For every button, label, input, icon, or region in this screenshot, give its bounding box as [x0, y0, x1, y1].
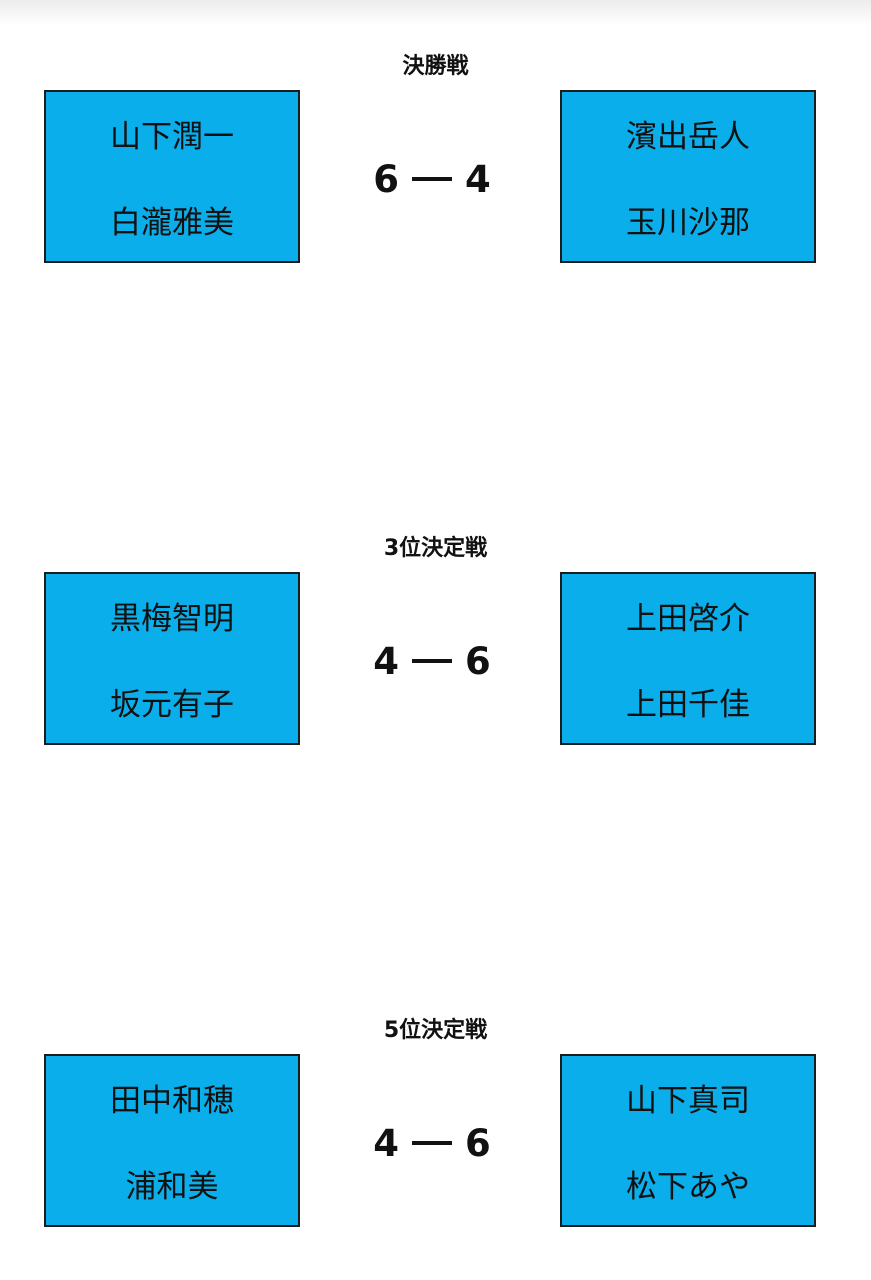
player-name: 上田啓介	[626, 601, 750, 637]
team-box-right: 上田啓介 上田千佳	[560, 572, 816, 745]
score-right: 6	[465, 639, 491, 683]
player-name: 濱出岳人	[626, 119, 750, 155]
player-name: 山下潤一	[110, 119, 234, 155]
match-fifth-place: 5位決定戦 田中和穂 浦和美 4 6 山下真司 松下あや	[0, 1016, 871, 1246]
match-score: 4 6	[330, 1118, 534, 1168]
score-separator	[412, 1141, 452, 1145]
match-third-place: 3位決定戦 黒梅智明 坂元有子 4 6 上田啓介 上田千佳	[0, 534, 871, 764]
score-left: 4	[373, 1121, 399, 1165]
player-name: 田中和穂	[110, 1083, 234, 1119]
top-shade	[0, 0, 871, 26]
match-title: 5位決定戦	[383, 1018, 488, 1043]
player-name: 浦和美	[125, 1169, 219, 1205]
score-separator	[412, 177, 452, 181]
score-separator	[412, 659, 452, 663]
match-score: 4 6	[330, 636, 534, 686]
player-name: 玉川沙那	[626, 205, 750, 241]
match-score: 6 4	[330, 154, 534, 204]
match-title: 3位決定戦	[383, 536, 488, 561]
team-box-right: 山下真司 松下あや	[560, 1054, 816, 1227]
match-title: 決勝戦	[402, 54, 469, 79]
score-left: 4	[373, 639, 399, 683]
team-box-left: 山下潤一 白瀧雅美	[44, 90, 300, 263]
score-right: 6	[465, 1121, 491, 1165]
player-name: 山下真司	[626, 1083, 750, 1119]
score-left: 6	[373, 157, 399, 201]
player-name: 白瀧雅美	[110, 205, 234, 241]
team-box-right: 濱出岳人 玉川沙那	[560, 90, 816, 263]
match-final: 決勝戦 山下潤一 白瀧雅美 6 4 濱出岳人 玉川沙那	[0, 52, 871, 282]
player-name: 上田千佳	[626, 687, 750, 723]
player-name: 坂元有子	[110, 687, 234, 723]
team-box-left: 黒梅智明 坂元有子	[44, 572, 300, 745]
player-name: 松下あや	[626, 1169, 750, 1205]
score-right: 4	[465, 157, 491, 201]
player-name: 黒梅智明	[110, 601, 234, 637]
team-box-left: 田中和穂 浦和美	[44, 1054, 300, 1227]
